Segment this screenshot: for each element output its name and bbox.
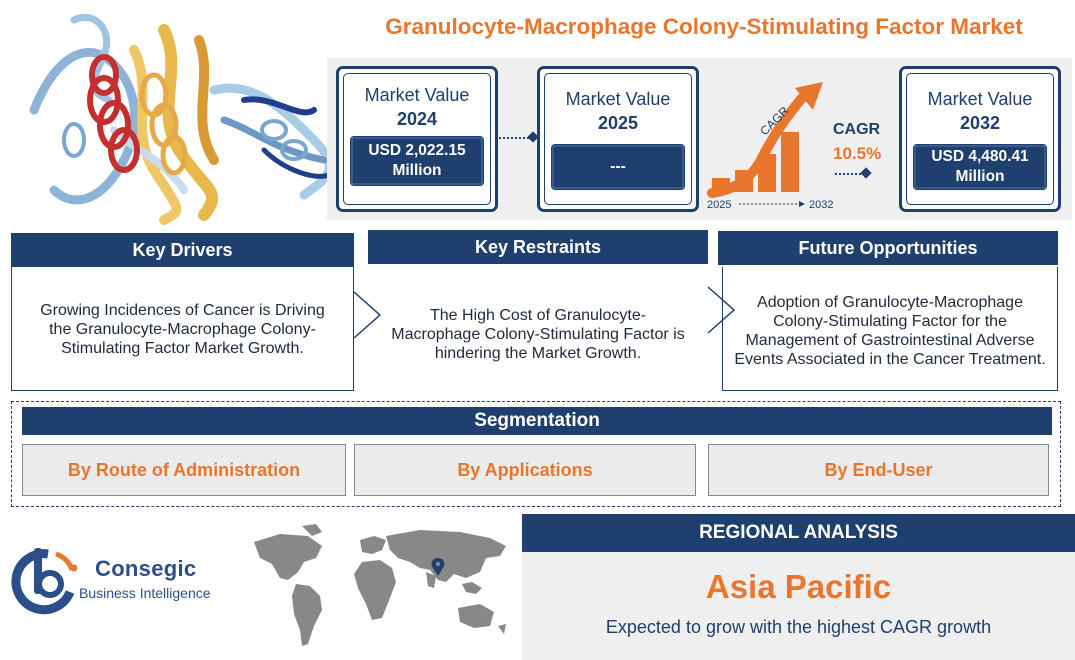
chevron-right-icon	[707, 286, 736, 334]
region-name: Asia Pacific	[705, 568, 892, 605]
market-value-2024-card: Market Value 2024 USD 2,022.15 Million	[336, 66, 498, 212]
market-value-year: 2025	[597, 113, 639, 133]
segmentation-header: Segmentation	[22, 407, 1052, 435]
market-value-2025-card: Market Value 2025 ---	[537, 66, 699, 212]
key-drivers-box	[11, 267, 354, 391]
market-value-panel: Market Value 2024 USD 2,022.15 Million M…	[327, 58, 1072, 220]
future-opportunities-box	[722, 267, 1058, 391]
future-opportunities-header: Future Opportunities	[718, 231, 1058, 265]
market-value-2032-card: Market Value 2032 USD 4,480.41 Million	[899, 66, 1061, 212]
brand-name: Consegic	[95, 556, 197, 581]
key-drivers-text: Growing Incidences of Cancer is Driving …	[40, 301, 325, 357]
market-value-year: 2032	[959, 113, 1001, 133]
connector-diamond-icon	[860, 167, 872, 179]
key-drivers-header: Key Drivers	[11, 233, 354, 267]
page-title: Granulocyte-Macrophage Colony-Stimulatin…	[385, 14, 1023, 39]
protein-structure-illustration	[29, 14, 334, 225]
connector-dots	[835, 173, 865, 175]
brand-tagline: Business Intelligence	[79, 585, 211, 601]
cagr-end-year: 2032	[809, 199, 833, 211]
consegic-logo-icon	[11, 548, 78, 615]
key-restraints-text: The High Cost of Granulocyte-Macrophage …	[391, 306, 685, 362]
market-value-label: Market Value	[565, 89, 671, 109]
segmentation-frame	[11, 401, 1061, 507]
cagr-label: CAGR	[833, 121, 881, 138]
market-value-year: 2024	[396, 109, 438, 129]
segment-applications[interactable]: By Applications	[354, 444, 696, 496]
cagr-growth-chart-icon: CAGR 2025 2032	[707, 82, 833, 211]
cagr-start-year: 2025	[707, 199, 731, 211]
chevron-right-icon	[353, 291, 382, 339]
cagr-value: 10.5%	[833, 144, 882, 163]
region-description: Expected to grow with the highest CAGR g…	[605, 617, 992, 637]
regional-analysis-header: REGIONAL ANALYSIS	[522, 514, 1075, 552]
market-value-amount: ---	[551, 144, 685, 190]
future-opportunities-text: Adoption of Granulocyte-Macrophage Colon…	[734, 294, 1046, 368]
market-value-amount: USD 2,022.15 Million	[350, 136, 484, 186]
segment-end-user[interactable]: By End-User	[708, 444, 1049, 496]
key-restraints-header: Key Restraints	[368, 230, 708, 264]
market-value-label: Market Value	[364, 85, 470, 105]
connector-dots	[499, 137, 533, 139]
world-map-illustration	[254, 524, 506, 646]
market-value-amount: USD 4,480.41 Million	[913, 144, 1047, 190]
market-value-label: Market Value	[927, 89, 1033, 109]
segment-route-of-administration[interactable]: By Route of Administration	[22, 444, 346, 496]
